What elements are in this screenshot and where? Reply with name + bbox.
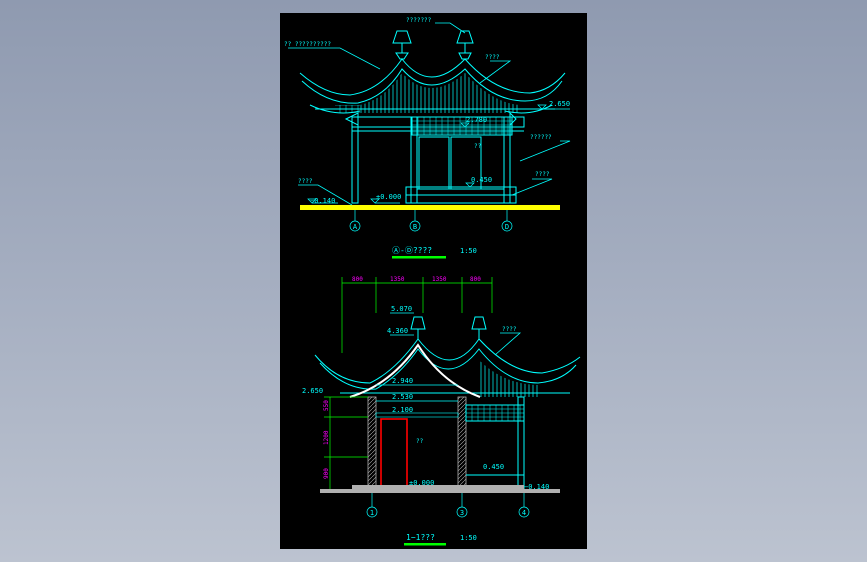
level-sec-eave: 2.650 [302,387,323,395]
section-drawing: 800 1350 1350 800 5.070 4.360 [302,276,581,546]
label-elev-right-low: ???? [535,171,550,178]
dim-left-1: 550 [323,400,330,411]
cad-drawing-canvas[interactable]: ??????? ?? ?????????? ???? ?????? ???? ?… [280,13,587,549]
finial-right [456,30,474,60]
section-door [380,418,408,492]
level-elev-base: −0.140 [310,197,335,205]
cad-drawing: ??????? ?? ?????????? ???? ?????? ???? ?… [284,17,581,546]
axis-sec-1: 1 [370,509,374,517]
dim-top-2: 1350 [390,276,405,283]
label-sec-top-right: ???? [502,326,517,333]
level-elev-floor: 0.450 [471,176,492,184]
label-elev-top-left: ?? ?????????? [284,41,331,48]
level-sec-l1: 2.940 [392,377,413,385]
elevation-ground-line [300,205,560,210]
level-sec-ground: ±0.000 [409,479,434,487]
label-elev-center-small: ?? [474,143,482,150]
level-elev-beam: 2.780 [466,116,487,124]
elevation-scale: 1:50 [460,247,477,255]
level-sec-l2: 2.530 [392,393,413,401]
level-sec-ridge: 4.360 [387,327,408,335]
level-sec-floor: 0.450 [483,463,504,471]
axis-elev-3: D [505,223,509,231]
dim-left-3: 900 [323,468,330,479]
dim-left-2: 1200 [323,430,330,445]
section-title: 1−1??? [406,533,435,542]
level-sec-l3: 2.100 [392,406,413,414]
label-elev-top-center: ??????? [406,17,432,24]
section-ground [320,485,560,493]
section-scale: 1:50 [460,534,477,542]
dim-top-3: 1350 [432,276,447,283]
elevation-title-underline [392,256,446,259]
elevation-beams [351,116,525,136]
label-elev-right-mid: ?????? [530,134,552,141]
dim-top-1: 800 [352,276,363,283]
label-elev-top-right: ???? [485,54,500,61]
elevation-drawing: ??????? ?? ?????????? ???? ?????? ???? ?… [284,17,571,259]
level-sec-top: 5.070 [391,305,412,313]
level-elev-eave: 2.650 [549,100,570,108]
axis-elev-2: B [413,223,417,231]
finial-left [392,30,412,60]
section-title-underline [404,543,446,546]
elevation-rafters [360,73,520,113]
axis-elev-1: A [353,223,358,231]
label-elev-left-low: ???? [298,178,313,185]
level-sec-base: −0.140 [524,483,549,491]
label-sec-door: ?? [416,438,424,445]
section-cut-roof [349,343,481,398]
dim-top-4: 800 [470,276,481,283]
axis-sec-2: 3 [460,509,464,517]
section-right-bay [465,396,525,492]
level-elev-ground: ±0.000 [376,193,401,201]
elevation-base [405,186,517,204]
axis-sec-3: 4 [522,509,526,517]
section-finials [410,316,487,339]
elevation-title: Ⓐ-Ⓓ???? [392,246,432,255]
